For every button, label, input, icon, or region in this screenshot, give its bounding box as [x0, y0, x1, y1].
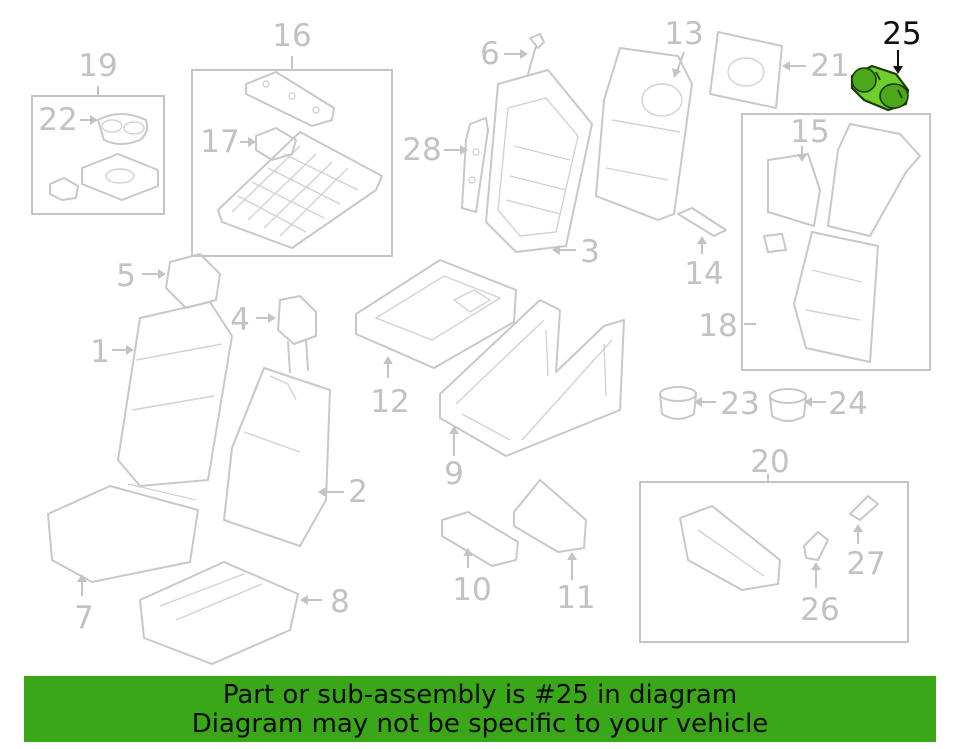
group-box-20 [639, 481, 909, 643]
part-20-bin [679, 505, 781, 591]
banner-line-1: Part or sub-assembly is #25 in diagram [222, 680, 738, 710]
callout-12: 12 [370, 384, 409, 420]
callout-9: 9 [444, 456, 464, 492]
callout-16: 16 [272, 18, 311, 54]
part-7-cushion [47, 483, 199, 583]
callout-2: 2 [348, 474, 368, 510]
callout-28: 28 [402, 132, 441, 168]
part-22-cupholder [97, 113, 149, 145]
group-box-18 [741, 113, 931, 371]
callout-21: 21 [810, 48, 849, 84]
part-18-lid [763, 123, 921, 363]
parts-diagram: 19 22 16 17 6 28 13 21 25 15 3 14 18 5 4… [31, 16, 931, 665]
callout-24: 24 [828, 386, 867, 422]
callout-26: 26 [800, 592, 839, 628]
part-27-pin [849, 495, 879, 521]
info-banner: Part or sub-assembly is #25 in diagram D… [24, 676, 936, 742]
part-4-headrest [277, 295, 317, 373]
group-box-16 [191, 69, 393, 257]
callout-7: 7 [74, 600, 94, 636]
callout-1: 1 [90, 334, 110, 370]
part-28-bracket [461, 117, 489, 213]
callout-19: 19 [78, 48, 117, 84]
part-12-tray [355, 259, 517, 369]
part-26-plug [803, 531, 829, 561]
part-14-strip [677, 207, 727, 237]
callout-6: 6 [480, 36, 500, 72]
callout-5: 5 [116, 258, 136, 294]
part-8-cushion [139, 561, 299, 665]
part-1-seatback [117, 301, 233, 487]
part-19-bracket [49, 153, 159, 201]
callout-11: 11 [556, 580, 595, 616]
part-10-bracket [441, 511, 519, 567]
callout-20: 20 [750, 444, 789, 480]
callout-18: 18 [698, 308, 737, 344]
leader-lines [77, 49, 903, 605]
callout-8: 8 [330, 584, 350, 620]
part-15-panel [767, 153, 821, 227]
part-21-bezel [709, 31, 783, 109]
part-9-frame [439, 299, 625, 457]
callout-15: 15 [790, 114, 829, 150]
callout-13: 13 [664, 16, 703, 52]
callout-14: 14 [684, 256, 723, 292]
part-5-headrest [165, 253, 221, 309]
callout-10: 10 [452, 572, 491, 608]
callout-3: 3 [580, 234, 600, 270]
part-23-cup [659, 386, 697, 420]
part-24-cup [769, 388, 807, 422]
part-2-seatback [223, 367, 331, 547]
part-3-frame [485, 69, 593, 253]
callout-17: 17 [200, 124, 239, 160]
banner-line-2: Diagram may not be specific to your vehi… [191, 709, 769, 739]
part-11-bracket [513, 479, 587, 553]
part-16-cover [217, 71, 383, 249]
part-17-clip [255, 127, 297, 161]
part-25-highlighted [850, 64, 910, 112]
callout-22: 22 [38, 102, 77, 138]
callout-23: 23 [720, 386, 759, 422]
callout-25: 25 [882, 16, 921, 52]
callout-27: 27 [846, 546, 885, 582]
callout-4: 4 [230, 302, 250, 338]
part-6-bolt [527, 33, 545, 75]
